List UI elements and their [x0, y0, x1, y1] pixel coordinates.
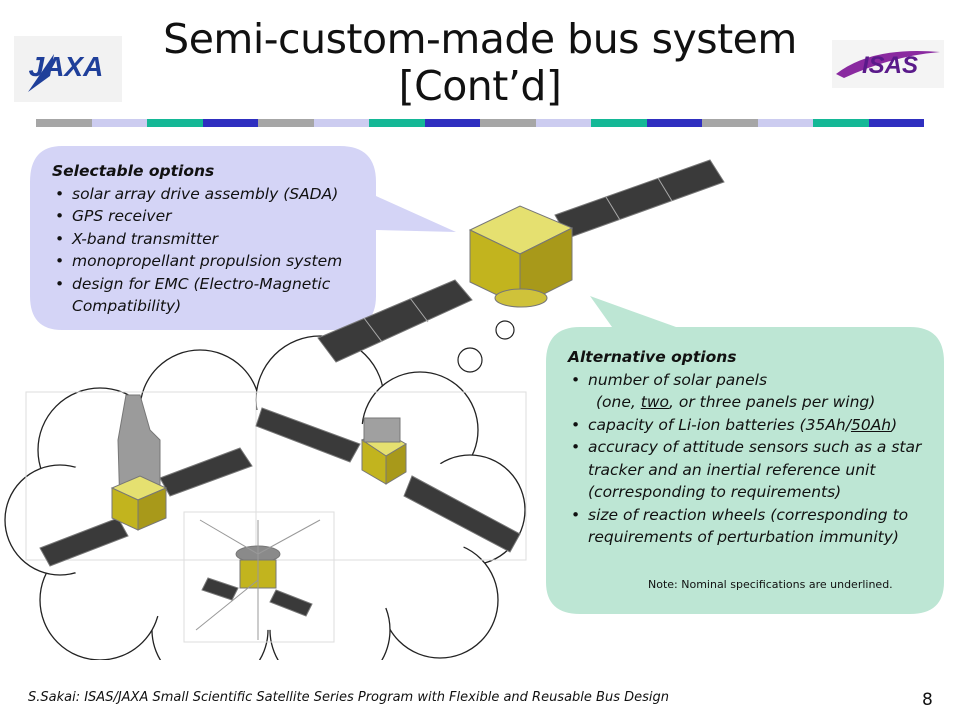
title-line-2: [Cont’d]: [398, 62, 562, 110]
jaxa-logo: JAXA: [14, 36, 122, 102]
list-item: capacity of Li-ion batteries (35Ah/50Ah): [568, 414, 928, 437]
stripe-segment: [36, 119, 92, 127]
nominal-value: two: [640, 393, 669, 411]
alternative-heading: Alternative options: [568, 348, 737, 366]
stripe-segment: [480, 119, 536, 127]
page-title: Semi-custom-made bus system [Cont’d]: [120, 16, 840, 110]
title-line-1: Semi-custom-made bus system: [163, 15, 797, 63]
stripe-segment: [646, 119, 702, 127]
stripe-segment: [369, 119, 425, 127]
header-stripe: [36, 119, 924, 127]
stripe-segment: [91, 119, 147, 127]
nominal-note: Note: Nominal specifications are underli…: [648, 578, 893, 591]
stripe-segment: [757, 119, 813, 127]
list-item-sub: (one, two, or three panels per wing): [568, 391, 928, 414]
satellite-tall-instrument: [25, 391, 257, 567]
list-item: GPS receiver: [52, 205, 372, 228]
stripe-segment: [258, 119, 314, 127]
stripe-segment: [868, 119, 924, 127]
main-satellite: [317, 159, 725, 363]
stripe-segment: [202, 119, 258, 127]
stripe-segment: [813, 119, 869, 127]
isas-logo: ISAS: [832, 40, 944, 88]
item-text: capacity of Li-ion batteries (35Ah/: [588, 415, 851, 434]
list-item: solar array drive assembly (SADA): [52, 183, 372, 206]
list-item: X-band transmitter: [52, 228, 372, 251]
stripe-segment: [424, 119, 480, 127]
page-number: 8: [922, 690, 933, 710]
item-text: ): [891, 415, 898, 434]
stripe-segment: [591, 119, 647, 127]
satellite-small: [183, 511, 335, 643]
selectable-options: Selectable options solar array drive ass…: [52, 160, 372, 318]
selectable-heading: Selectable options: [52, 162, 215, 180]
stripe-segment: [147, 119, 203, 127]
list-item: accuracy of attitude sensors such as a s…: [568, 436, 928, 504]
list-item: design for EMC (Electro-Magnetic Compati…: [52, 273, 372, 318]
selectable-list: solar array drive assembly (SADA) GPS re…: [52, 183, 372, 318]
list-item: number of solar panels: [568, 369, 928, 392]
stripe-segment: [702, 119, 758, 127]
alternative-options: Alternative options number of solar pane…: [568, 346, 928, 549]
sub-text: (one,: [596, 393, 641, 411]
alternative-list: number of solar panels (one, two, or thr…: [568, 369, 928, 549]
satellite-box: [255, 391, 527, 561]
footer-citation: S.Sakai: ISAS/JAXA Small Scientific Sate…: [28, 690, 669, 705]
list-item: size of reaction wheels (corresponding t…: [568, 504, 928, 549]
list-item: monopropellant propulsion system: [52, 250, 372, 273]
sub-text: , or three panels per wing): [669, 393, 876, 411]
nominal-value: 50Ah: [850, 415, 892, 434]
stripe-segment: [535, 119, 591, 127]
stripe-segment: [313, 119, 369, 127]
svg-text:ISAS: ISAS: [862, 52, 918, 79]
